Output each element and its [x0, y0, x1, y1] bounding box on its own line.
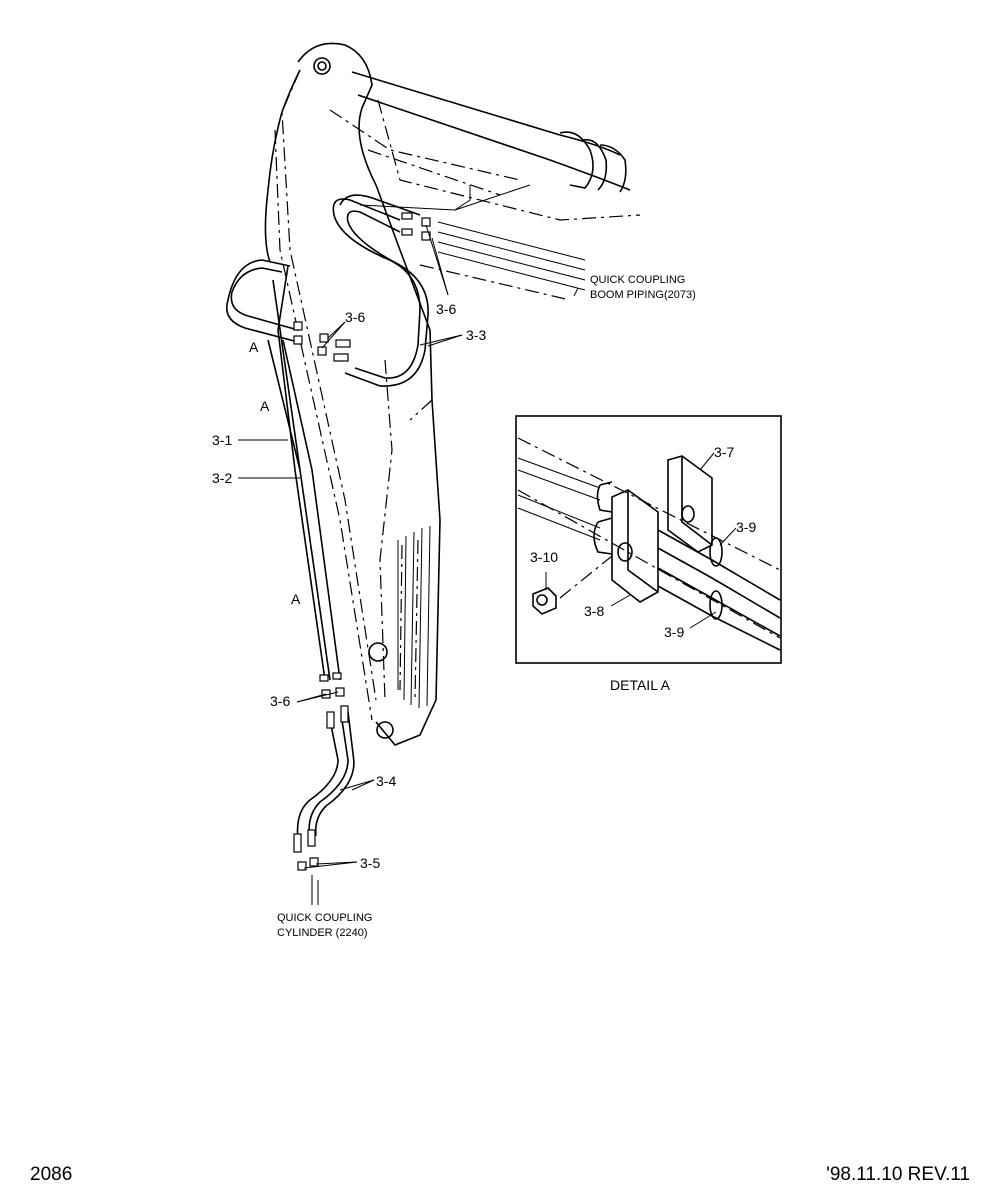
- label-3-3: 3-3: [466, 327, 486, 343]
- label-3-5: 3-5: [360, 855, 380, 871]
- detail-a-frame: [515, 415, 782, 664]
- label-3-6-top: 3-6: [345, 309, 365, 325]
- label-3-10: 3-10: [530, 549, 558, 565]
- detail-a-title: DETAIL A: [610, 677, 671, 693]
- view-label-a-1: A: [249, 339, 259, 355]
- part-labels: 3-6 3-6 3-3 3-1 3-2 3-6 3-4 3-5 A A A 3-…: [212, 301, 756, 871]
- pipe-3-3-loop: [332, 194, 429, 387]
- view-label-a-3: A: [291, 591, 301, 607]
- pipes-3-1-3-2: [226, 259, 341, 681]
- view-label-a-2: A: [260, 398, 270, 414]
- label-3-9-upper: 3-9: [736, 519, 756, 535]
- boom-piping-note-line2: BOOM PIPING(2073): [590, 289, 696, 301]
- label-3-4: 3-4: [376, 773, 396, 789]
- label-3-6-upper: 3-6: [436, 301, 456, 317]
- label-3-8: 3-8: [584, 603, 604, 619]
- pipes-3-4: [296, 711, 355, 841]
- reference-notes: QUICK COUPLING BOOM PIPING(2073) QUICK C…: [277, 274, 696, 939]
- label-3-1: 3-1: [212, 432, 232, 448]
- boom-ribs: [397, 525, 431, 709]
- cylinder-note-line2: CYLINDER (2240): [277, 927, 367, 939]
- label-3-2: 3-2: [212, 470, 232, 486]
- page-number: 2086: [30, 1164, 73, 1185]
- label-3-6-lower: 3-6: [270, 693, 290, 709]
- label-3-9-lower: 3-9: [664, 624, 684, 640]
- boom-structure: [264, 42, 641, 746]
- detail-a-box: [515, 415, 782, 664]
- cylinder-note-line1: QUICK COUPLING: [277, 912, 372, 924]
- leader-lines: [238, 224, 579, 905]
- revision-date: '98.11.10 REV.11: [826, 1164, 970, 1185]
- label-3-7: 3-7: [714, 444, 734, 460]
- boom-piping-note-line1: QUICK COUPLING: [590, 274, 685, 286]
